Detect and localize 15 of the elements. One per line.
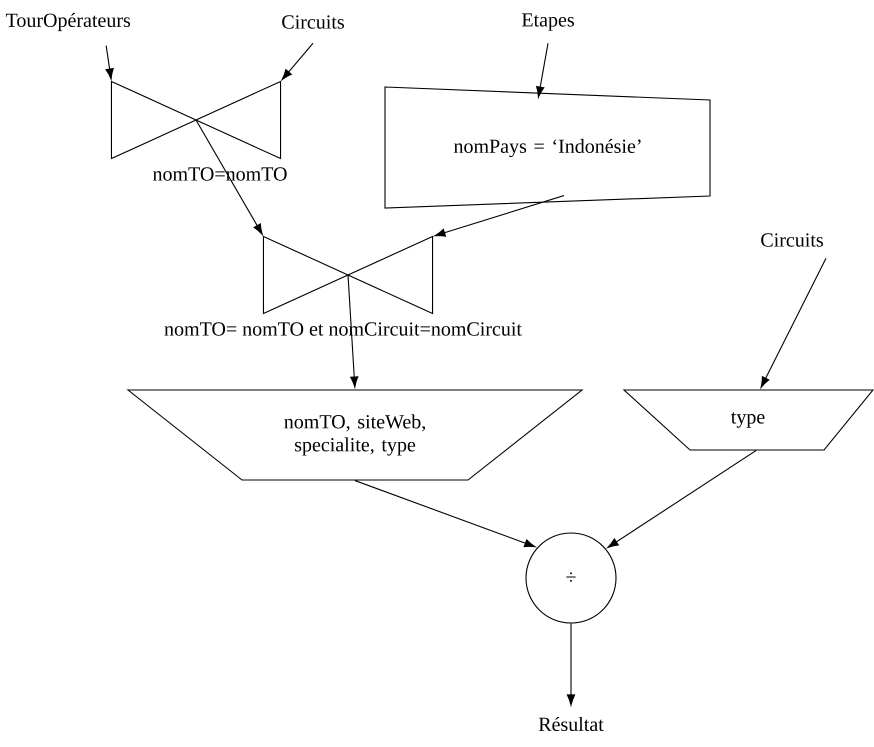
selection-box: nomPays = ‘Indonésie’ xyxy=(384,86,711,209)
arrow xyxy=(760,258,826,388)
arrow xyxy=(347,274,358,388)
relation-name: Circuits xyxy=(282,15,344,29)
arrow xyxy=(354,480,536,548)
arrow xyxy=(536,43,549,98)
relation-name: Résultat xyxy=(538,716,604,732)
relation-name: Etapes xyxy=(522,13,574,31)
arrow xyxy=(566,624,576,706)
relation-name: TourOpérateurs xyxy=(6,12,130,32)
arrow xyxy=(282,42,314,80)
arrow xyxy=(434,195,564,237)
arrow xyxy=(607,450,756,548)
relation-name: Circuits xyxy=(761,233,823,247)
arrow xyxy=(106,46,114,80)
